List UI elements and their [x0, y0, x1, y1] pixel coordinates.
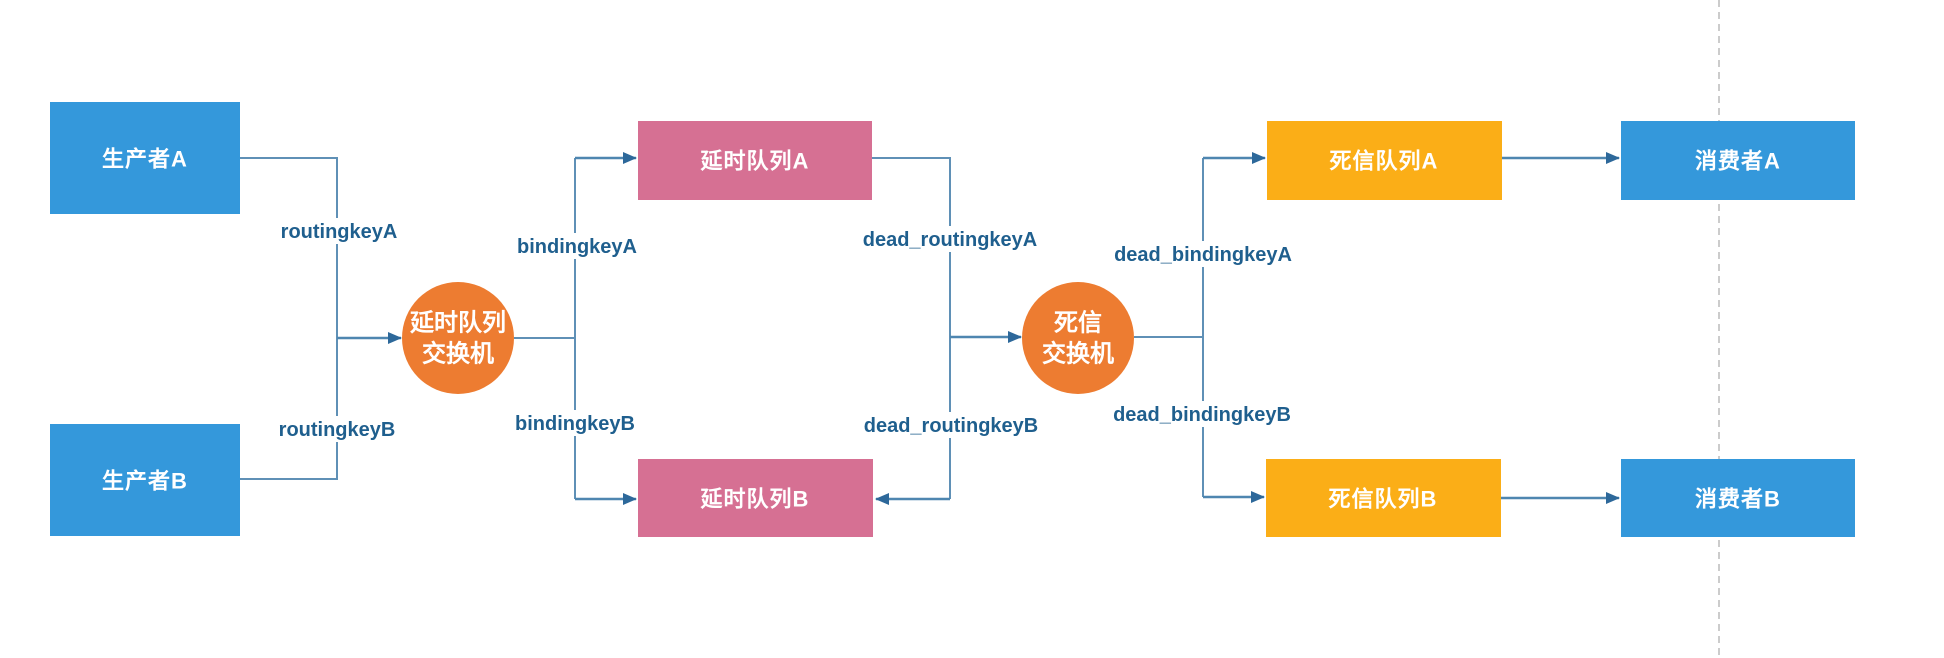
edge-label-dead-bindingkey-a: dead_bindingkeyA [1111, 241, 1295, 267]
delay-exchange-shape[interactable] [402, 282, 514, 394]
routingkey-b-label: routingkeyB [279, 419, 396, 441]
dead-queue-b-label: 死信队列B [1329, 487, 1438, 512]
edge-label-bindingkey-a: bindingkeyA [515, 233, 639, 259]
delay-queue-a-shape[interactable] [638, 121, 872, 200]
node-delay-exchange[interactable]: 延时队列 交换机 [402, 282, 514, 394]
producer-a-shape[interactable] [50, 102, 240, 214]
edge-label-routingkey-b: routingkeyB [278, 416, 396, 442]
consumer-a-label: 消费者A [1695, 149, 1781, 174]
bindingkey-a-label-bg [515, 233, 639, 259]
edge-label-routingkey-a: routingkeyA [278, 218, 400, 244]
edge-label-dead-routingkey-a: dead_routingkeyA [859, 226, 1041, 252]
edge-label-dead-bindingkey-b: dead_bindingkeyB [1111, 401, 1293, 427]
node-consumer-b[interactable]: 消费者B [1621, 459, 1855, 537]
delay-exchange-label-line1: 延时队列 [409, 310, 506, 337]
producer-b-shape[interactable] [50, 424, 240, 536]
edge-label-bindingkey-b: bindingkeyB [513, 410, 637, 436]
delay-queue-a-label: 延时队列A [700, 149, 810, 174]
node-consumer-a[interactable]: 消费者A [1621, 121, 1855, 200]
node-producer-b[interactable]: 生产者B [50, 424, 240, 536]
routingkey-b-label-bg [278, 416, 396, 442]
dead-exchange-shape[interactable] [1022, 282, 1134, 394]
delay-queue-b-label: 延时队列B [700, 487, 810, 512]
dead-bindingkey-a-label-bg [1111, 241, 1295, 267]
delay-exchange-label-line2: 交换机 [422, 340, 494, 368]
dead-queue-a-label: 死信队列A [1330, 149, 1439, 174]
connector-producers-trunk [240, 157, 338, 480]
node-dead-exchange[interactable]: 死信 交换机 [1022, 282, 1134, 394]
node-delay-queue-a[interactable]: 延时队列A [638, 121, 872, 200]
dead-exchange-label-line2: 交换机 [1042, 340, 1114, 368]
dead-routingkey-a-label-bg [859, 226, 1041, 252]
node-dead-queue-b[interactable]: 死信队列B [1266, 459, 1501, 537]
bindingkey-a-label: bindingkeyA [517, 236, 637, 258]
dead-bindingkey-b-label: dead_bindingkeyB [1113, 404, 1291, 426]
routingkey-a-label: routingkeyA [281, 221, 398, 243]
dead-queue-b-shape[interactable] [1266, 459, 1501, 537]
producer-b-label: 生产者B [102, 469, 188, 494]
dead-routingkey-a-label: dead_routingkeyA [863, 229, 1037, 251]
node-delay-queue-b[interactable]: 延时队列B [638, 459, 873, 537]
consumer-b-label: 消费者B [1695, 487, 1781, 512]
bindingkey-b-label-bg [513, 410, 637, 436]
bindingkey-b-label: bindingkeyB [515, 413, 635, 435]
consumer-a-shape[interactable] [1621, 121, 1855, 200]
dead-queue-a-shape[interactable] [1267, 121, 1502, 200]
node-producer-a[interactable]: 生产者A [50, 102, 240, 214]
dead-bindingkey-b-label-bg [1111, 401, 1293, 427]
dead-routingkey-b-label-bg [862, 412, 1040, 438]
connector-delay-exchange-branch [514, 158, 576, 499]
routingkey-a-label-bg [278, 218, 400, 244]
dead-routingkey-b-label: dead_routingkeyB [864, 415, 1038, 437]
connector-dead-exchange-branch [1134, 158, 1204, 497]
connector-delay-queues-trunk [872, 157, 951, 499]
consumer-b-shape[interactable] [1621, 459, 1855, 537]
dead-bindingkey-a-label: dead_bindingkeyA [1114, 244, 1292, 266]
node-dead-queue-a[interactable]: 死信队列A [1267, 121, 1502, 200]
delay-queue-b-shape[interactable] [638, 459, 873, 537]
edge-label-dead-routingkey-b: dead_routingkeyB [862, 412, 1040, 438]
dead-exchange-label-line1: 死信 [1054, 309, 1102, 337]
producer-a-label: 生产者A [102, 147, 188, 172]
